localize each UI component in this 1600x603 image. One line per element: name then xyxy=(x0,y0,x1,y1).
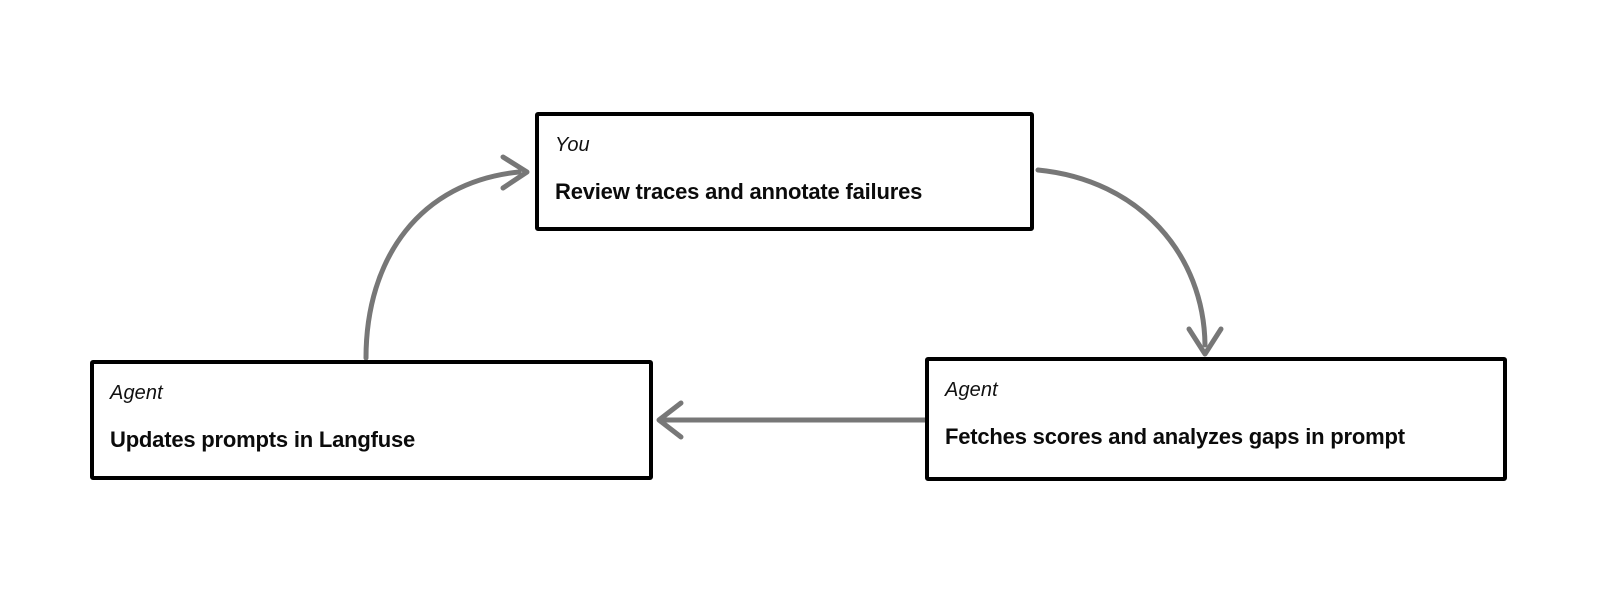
edge-line xyxy=(1035,167,1208,348)
arrowhead-icon xyxy=(500,154,530,191)
arrowhead-icon xyxy=(656,400,684,440)
node-role-label: You xyxy=(555,134,590,156)
node-fetch-scores[interactable]: Agent Fetches scores and analyzes gaps i… xyxy=(925,357,1507,481)
edge-update-to-review xyxy=(363,154,530,361)
node-role-label: Agent xyxy=(110,382,163,404)
node-review-traces[interactable]: You Review traces and annotate failures xyxy=(535,112,1034,231)
node-updates-prompts[interactable]: Agent Updates prompts in Langfuse xyxy=(90,360,653,480)
edge-review-to-fetch xyxy=(1035,167,1224,357)
node-title-label: Updates prompts in Langfuse xyxy=(110,427,416,452)
node-title-label: Review traces and annotate failures xyxy=(555,179,923,204)
arrowhead-icon xyxy=(1186,326,1224,357)
node-title-label: Fetches scores and analyzes gaps in prom… xyxy=(945,424,1405,449)
edge-fetch-to-update xyxy=(656,400,928,440)
edge-line xyxy=(363,169,522,361)
node-role-label: Agent xyxy=(945,379,998,401)
